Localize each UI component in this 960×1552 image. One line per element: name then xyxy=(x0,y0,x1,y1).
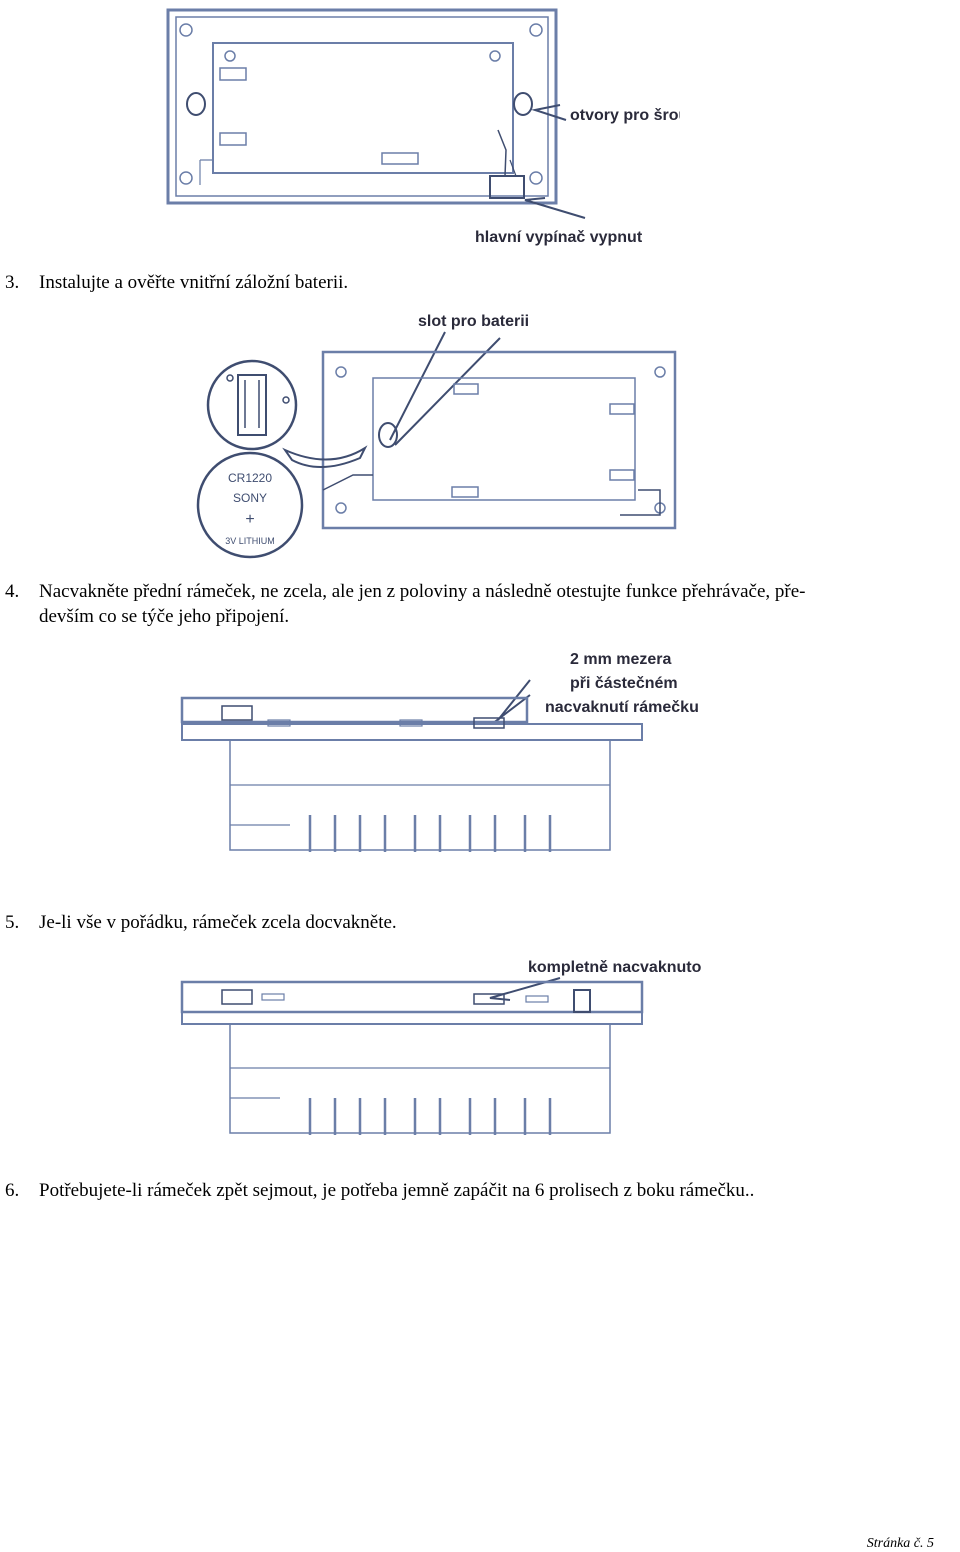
figure-screw-holes: otvory pro šroubky hlavní vypínač vypnut xyxy=(166,8,680,246)
label-gap-3: nacvaknutí rámečku xyxy=(545,699,699,716)
step-text: Instalujte a ověřte vnitřní záložní bate… xyxy=(39,272,349,293)
label-full-snap: kompletně nacvaknuto xyxy=(528,959,702,976)
step-text: Nacvakněte přední rámeček, ne zcela, ale… xyxy=(39,581,806,602)
step-number: 5. xyxy=(5,912,20,933)
label-battery-slot: slot pro baterii xyxy=(418,313,529,330)
label-main-switch: hlavní vypínač vypnut xyxy=(475,229,643,246)
battery-text-2: SONY xyxy=(233,491,267,505)
page-number: Stránka č. 5 xyxy=(866,1536,934,1551)
step-number: 3. xyxy=(5,272,20,293)
label-screw-holes: otvory pro šroubky xyxy=(570,107,680,124)
step-number: 6. xyxy=(5,1180,20,1201)
step-text: devším co se týče jeho připojení. xyxy=(39,606,290,627)
battery-text-1: CR1220 xyxy=(228,471,272,485)
step-number: 4. xyxy=(5,581,20,602)
figure-battery-slot: slot pro baterii CR1220 SONY + 3V LITHIU… xyxy=(196,313,677,559)
figure-partial-snap: 2 mm mezera při částečném nacvaknutí rám… xyxy=(180,651,699,852)
step-text: Je-li vše v pořádku, rámeček zcela docva… xyxy=(39,912,397,933)
step-text: Potřebujete-li rámeček zpět sejmout, je … xyxy=(39,1180,755,1201)
battery-text-4: 3V LITHIUM xyxy=(225,536,275,546)
battery-text-3: + xyxy=(245,511,254,528)
label-gap-1: 2 mm mezera xyxy=(570,651,671,668)
label-gap-2: při částečném xyxy=(570,675,678,692)
figure-full-snap: kompletně nacvaknuto xyxy=(180,959,702,1135)
